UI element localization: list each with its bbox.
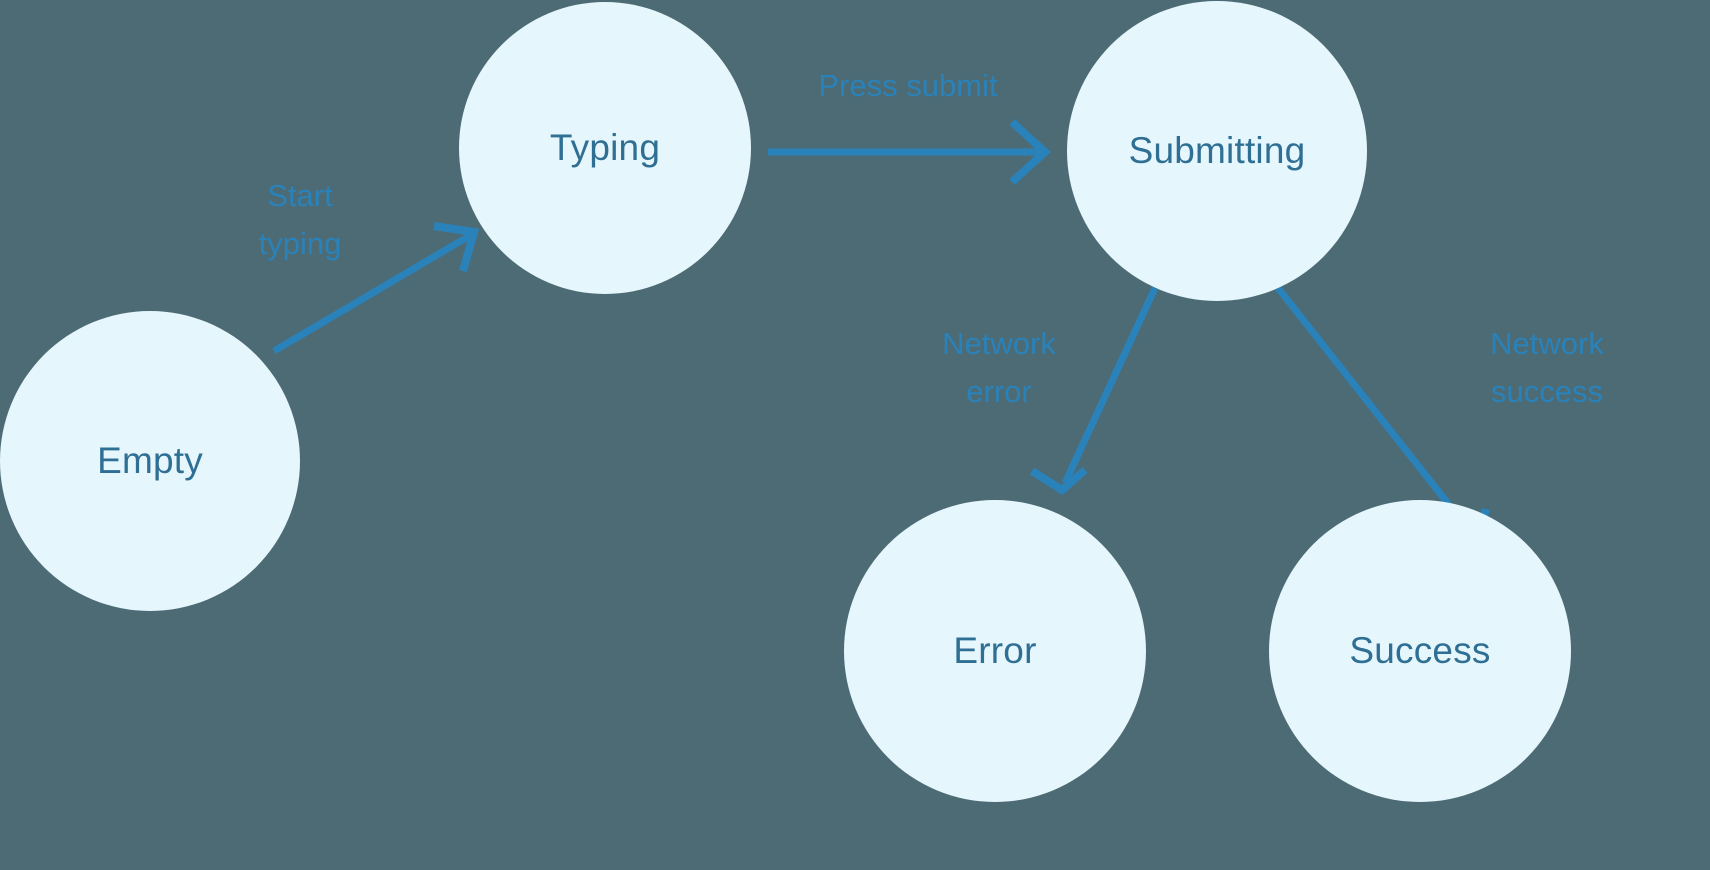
state-node-error-label: Error bbox=[953, 629, 1037, 671]
state-node-success[interactable]: Success bbox=[1269, 500, 1571, 802]
state-node-empty[interactable]: Empty bbox=[0, 311, 300, 611]
edge-label-network-success: Network success bbox=[1490, 326, 1604, 410]
edge-typing-to-submitting bbox=[768, 119, 1051, 185]
state-node-submitting[interactable]: Submitting bbox=[1067, 1, 1367, 301]
edge-label-press-submit: Press submit bbox=[818, 68, 998, 103]
edge-empty-to-typing bbox=[272, 222, 480, 355]
state-node-success-label: Success bbox=[1349, 629, 1491, 671]
state-node-submitting-label: Submitting bbox=[1128, 129, 1306, 171]
edge-label-network-error: Network error bbox=[942, 326, 1056, 410]
edge-label-start-typing: Start typing bbox=[258, 178, 342, 262]
state-node-empty-label: Empty bbox=[97, 439, 203, 481]
state-node-typing-label: Typing bbox=[549, 126, 661, 168]
state-node-error[interactable]: Error bbox=[844, 500, 1146, 802]
edge-submitting-to-error bbox=[1029, 286, 1159, 495]
state-node-typing[interactable]: Typing bbox=[459, 2, 751, 294]
